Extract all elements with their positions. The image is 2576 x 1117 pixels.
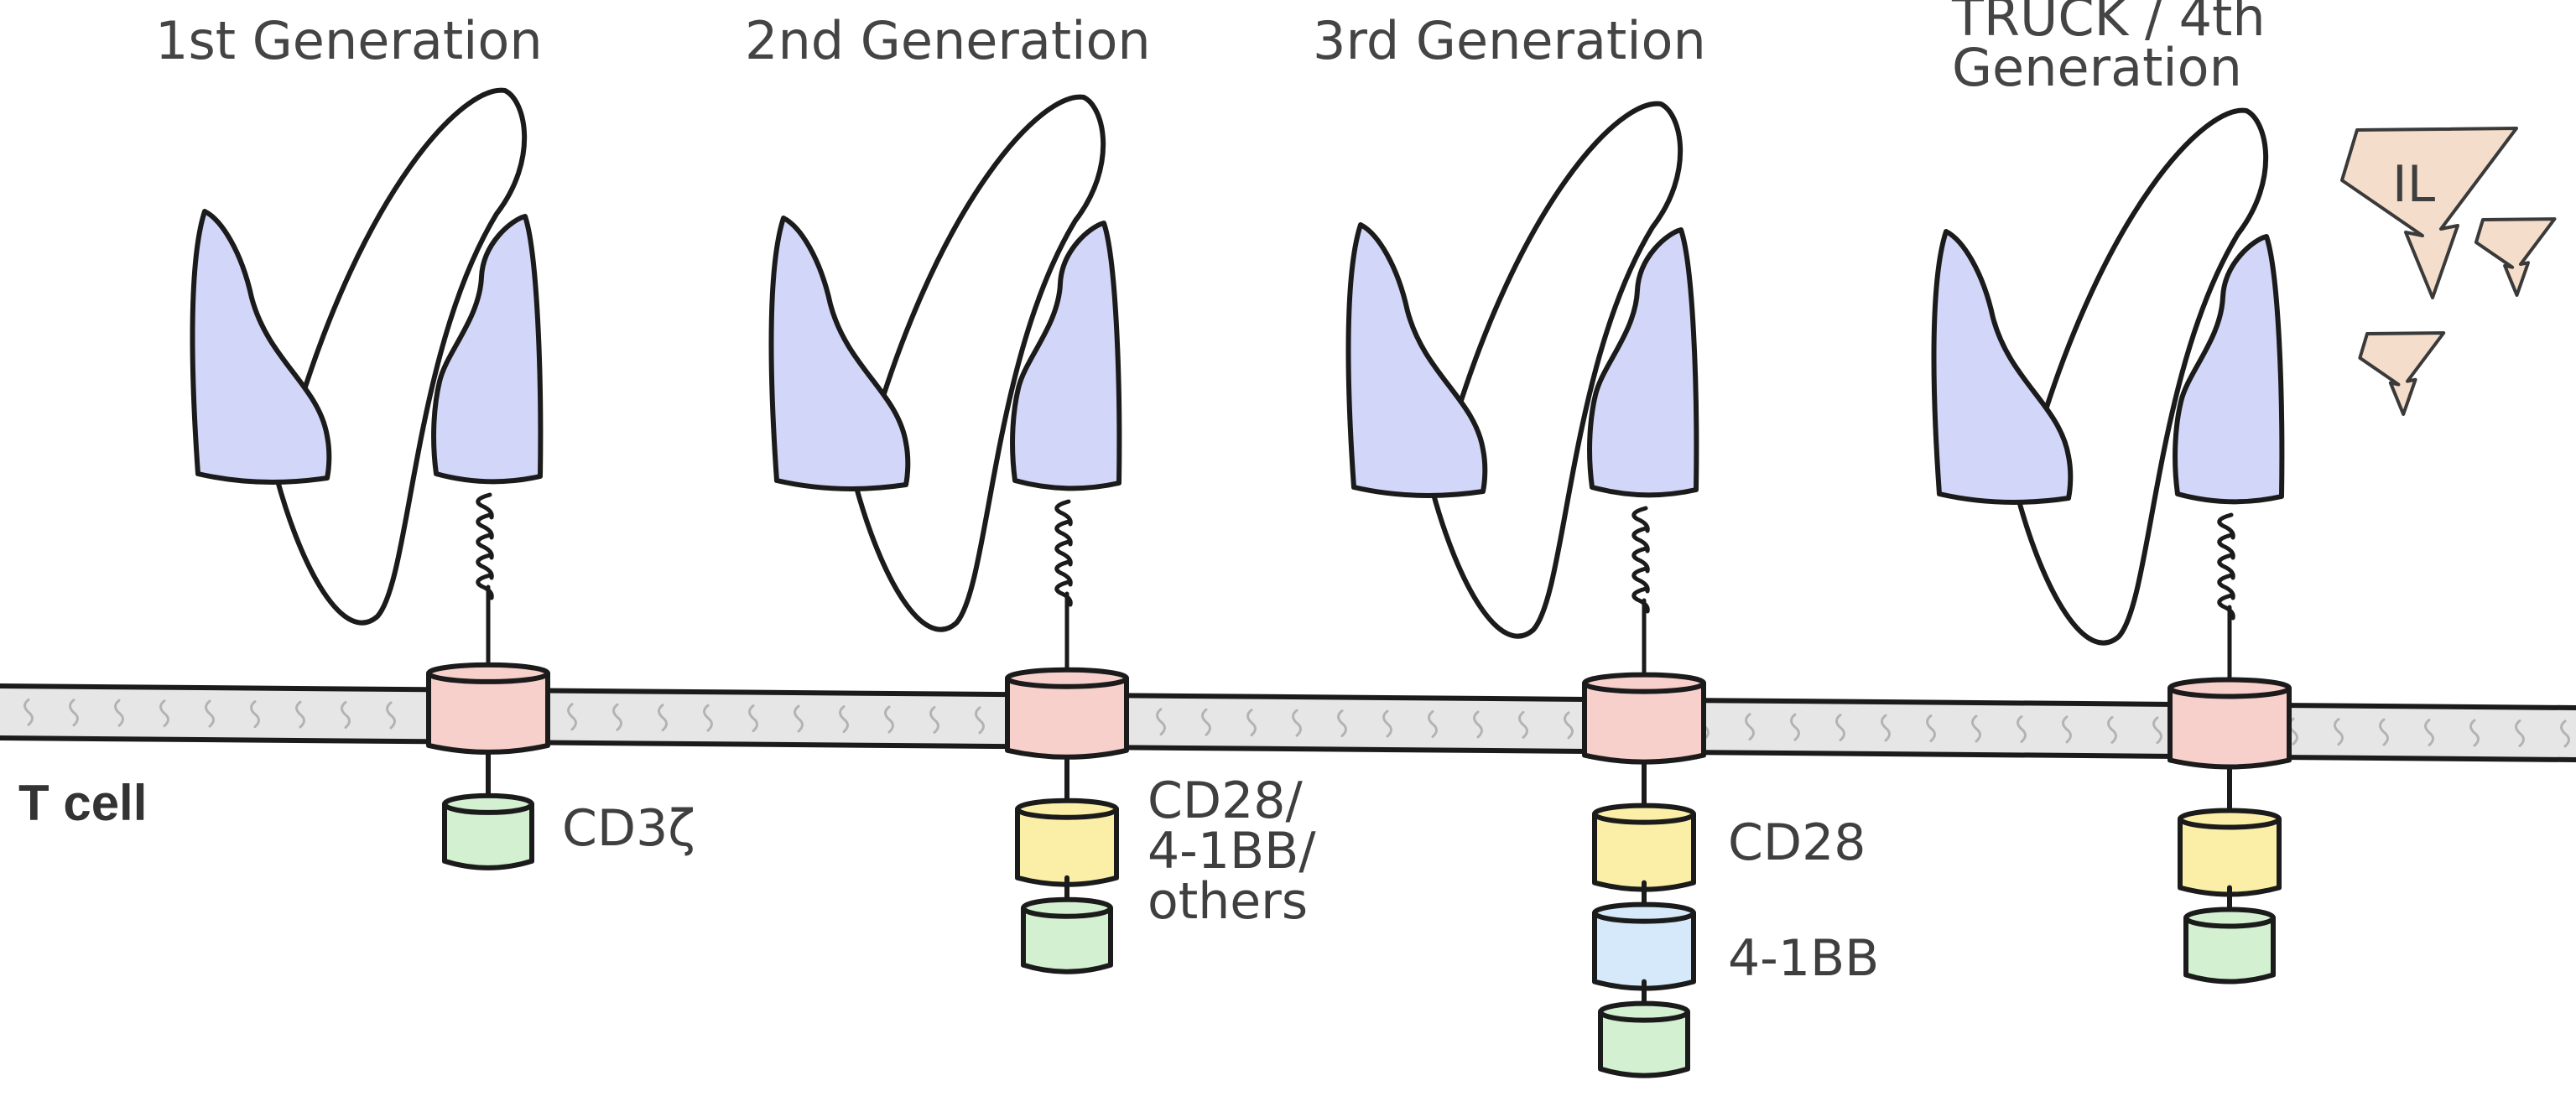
scfv-heavy-chain [2173, 234, 2285, 505]
domain-label-cd28: CD28/4-1BB/others [1147, 772, 1316, 931]
signaling-domain-cd28 [2178, 816, 2282, 897]
generation-title-1: 1st Generation [155, 10, 543, 71]
scfv-linker [2016, 107, 2269, 646]
membrane-lipid-pattern [23, 698, 2570, 748]
transmembrane-domain-top [1005, 667, 1129, 689]
transmembrane-domain-top [1582, 672, 1706, 694]
signaling-domain-cd28-top [2178, 808, 2282, 830]
signaling-domain-cd28 [1592, 811, 1696, 892]
lightning-bolt-icon [2474, 217, 2557, 297]
signaling-domain-costim2-top [1592, 901, 1696, 924]
domain-label-costim2: 4-1BB [1728, 929, 1879, 988]
scfv-light-chain [768, 216, 911, 491]
scfv-heavy-chain [1010, 221, 1122, 491]
signaling-domain-cd3z [1021, 905, 1113, 974]
signaling-domain-cd28 [1015, 806, 1119, 887]
signaling-domain-cd3z [2183, 915, 2276, 985]
signaling-domain-cd3z-top [1598, 1000, 1690, 1023]
hinge-spacer [1054, 499, 1073, 680]
transmembrane-domain [426, 670, 550, 755]
hinge-spacer [1631, 506, 1650, 687]
interleukin-secretion: IL [2340, 127, 2557, 416]
transmembrane-domain [1005, 675, 1129, 760]
transmembrane-domain [1582, 680, 1706, 765]
generation-title-2: 2nd Generation [745, 10, 1151, 71]
signaling-domain-costim2 [1592, 910, 1696, 991]
scfv-linker [274, 87, 528, 626]
signaling-domain-cd28-top [1015, 797, 1119, 820]
signaling-domain-cd3z-top [1021, 896, 1113, 919]
scfv-light-chain [190, 209, 332, 485]
generation-title-3: 3rd Generation [1313, 10, 1706, 71]
scfv-light-chain [1345, 222, 1488, 498]
scfv-light-chain [1931, 229, 2074, 505]
lightning-bolt-icon [2340, 127, 2518, 299]
scfv-heavy-chain [431, 214, 544, 485]
lightning-bolt-icon [2358, 331, 2446, 416]
scfv-heavy-chain [1587, 227, 1699, 498]
t-cell-label: T cell [18, 775, 147, 831]
signaling-domain-cd3z-top [2183, 907, 2276, 929]
transmembrane-domain [2167, 685, 2292, 770]
hinge-spacer [2217, 512, 2235, 694]
hinge-spacer [476, 492, 494, 673]
domain-label-cd3z: CD3ζ [562, 799, 695, 858]
scfv-linker [1430, 101, 1684, 639]
domain-label-cd28: CD28 [1728, 813, 1866, 872]
signaling-domain-cd28-top [1592, 803, 1696, 825]
t-cell-membrane [0, 683, 2576, 762]
signaling-domain-cd3z [442, 801, 534, 870]
transmembrane-domain-top [426, 662, 550, 684]
interleukin-label: IL [2392, 155, 2436, 214]
signaling-domain-cd3z-top [442, 792, 534, 815]
transmembrane-domain-top [2167, 677, 2292, 699]
scfv-linker [853, 94, 1106, 632]
signaling-domain-cd3z [1598, 1009, 1690, 1078]
